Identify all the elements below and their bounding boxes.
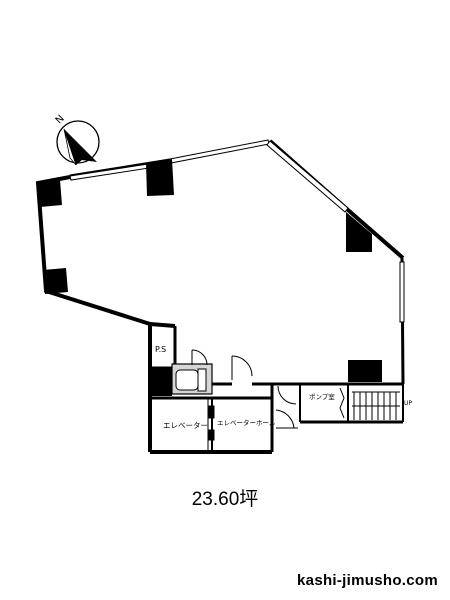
windows bbox=[69, 139, 405, 323]
elevator-hall-label: エレベーターホール bbox=[217, 418, 276, 427]
compass-icon: N bbox=[54, 113, 100, 166]
lower-right-block bbox=[272, 382, 404, 424]
ps-label: P.S bbox=[155, 345, 166, 354]
website-url: kashi-jimusho.com bbox=[297, 572, 438, 589]
toilet-room bbox=[171, 349, 213, 395]
compass-north-label: N bbox=[54, 113, 67, 126]
columns bbox=[37, 159, 382, 382]
pipe-block bbox=[150, 368, 172, 396]
elevator-label: エレベーター bbox=[163, 421, 208, 430]
elevator-area bbox=[150, 355, 298, 452]
floor-area: 23.60坪 bbox=[191, 489, 259, 510]
stairs-up-label: UP bbox=[404, 400, 412, 407]
ps-shaft: P.S bbox=[150, 326, 177, 370]
pump-room-label: ポンプ室 bbox=[309, 392, 335, 401]
